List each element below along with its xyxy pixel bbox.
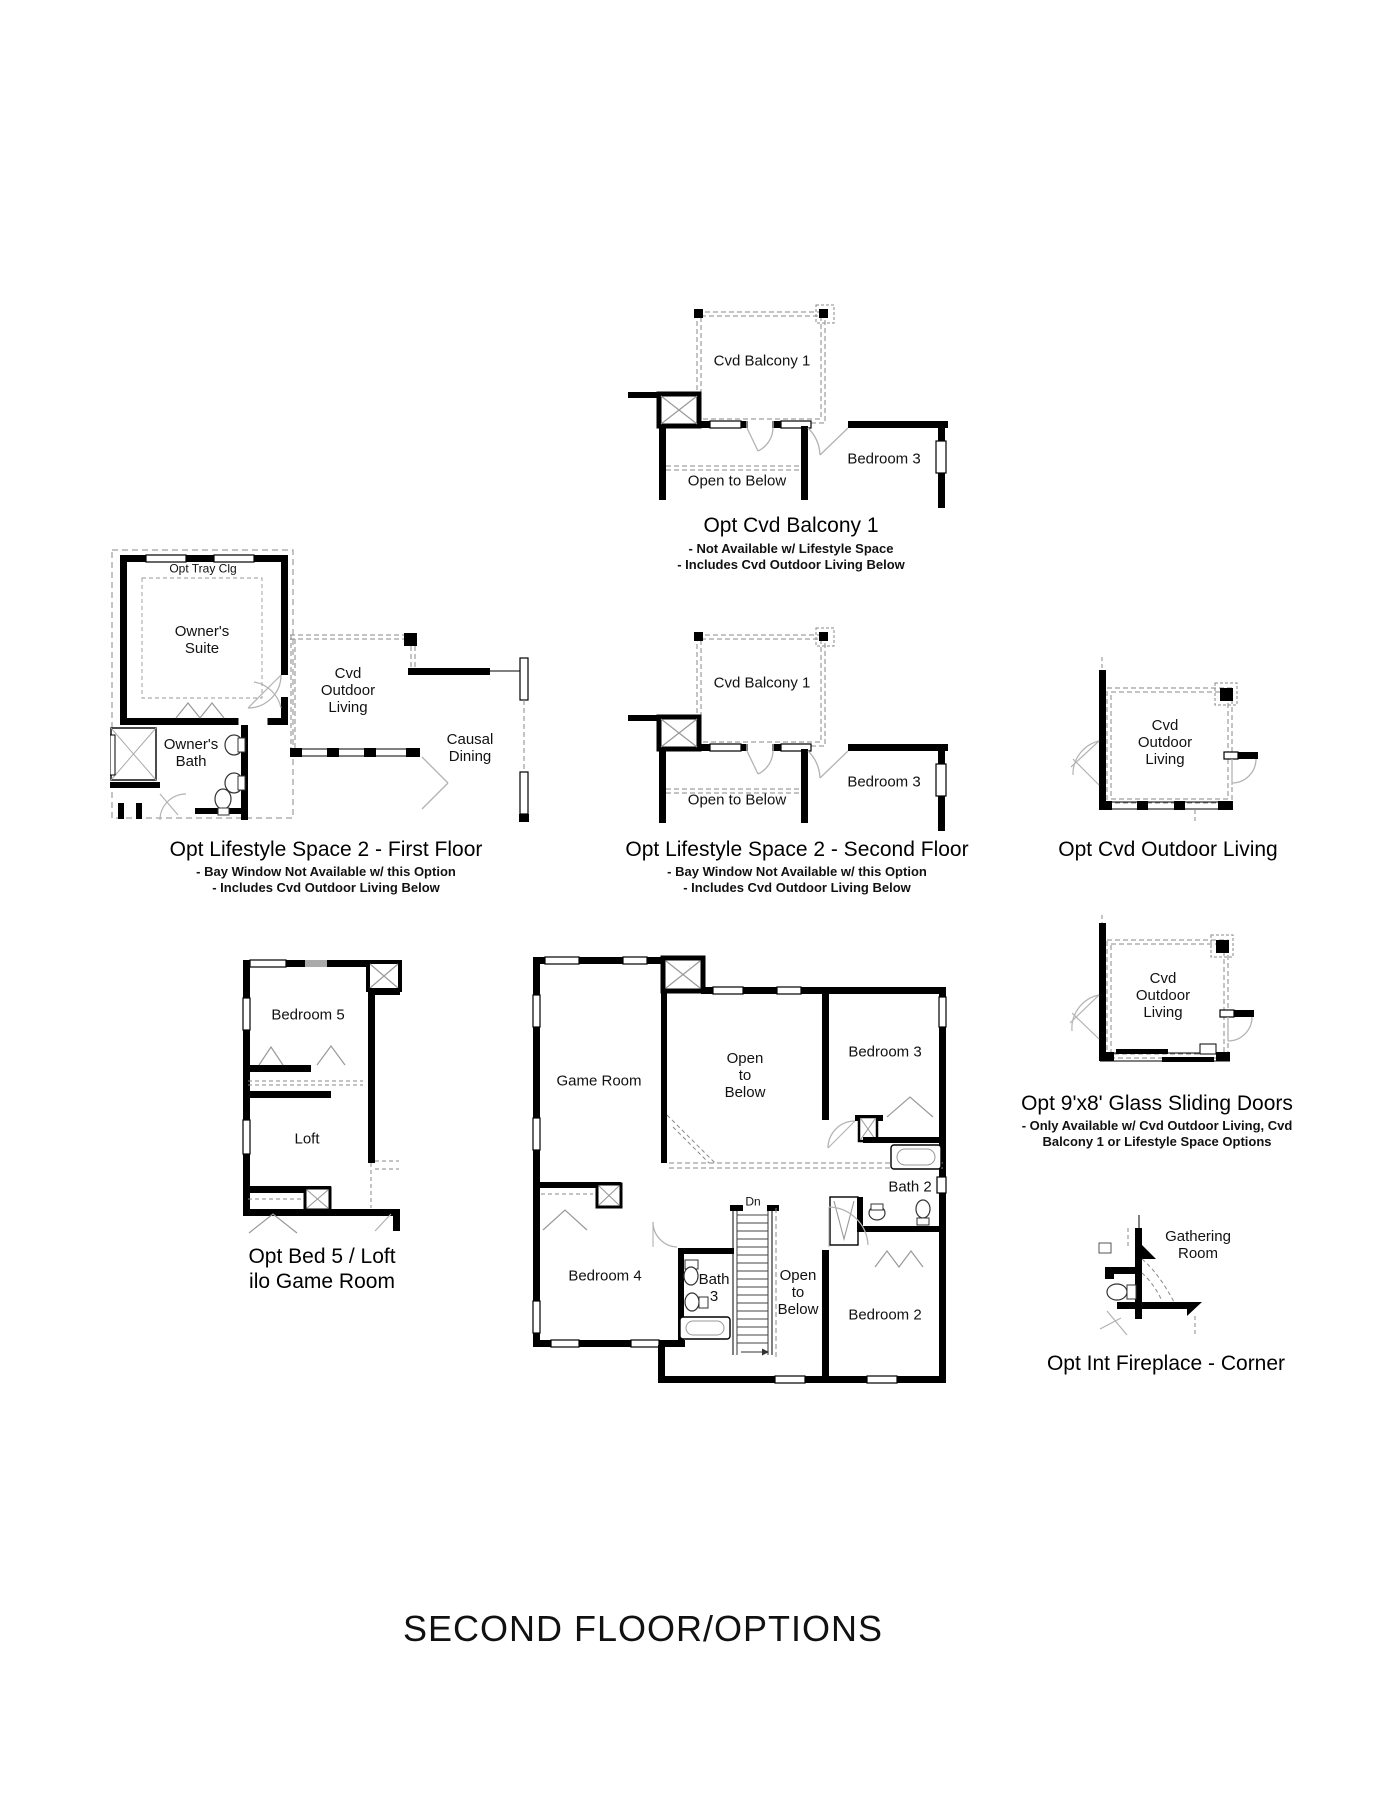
room-label-causal-dining: Causal Dining — [446, 731, 494, 765]
caption-opt-bed5-loft-line2: ilo Game Room — [249, 1270, 395, 1293]
plan-main-second-floor-linework — [532, 955, 947, 1384]
caption-opt-glass-sliding-doors: Opt 9'x8' Glass Sliding Doors — [1021, 1092, 1293, 1115]
plan-opt-cvd-balcony-1 — [620, 295, 960, 525]
page-title: SECOND FLOOR/OPTIONS — [402, 1608, 884, 1649]
plan-main-second-floor — [525, 945, 955, 1390]
stairs-down-label: Dn — [745, 1194, 761, 1209]
caption-opt-int-fireplace: Opt Int Fireplace - Corner — [1046, 1352, 1286, 1375]
room-label-cvd-balcony-1: Cvd Balcony 1 — [713, 352, 811, 370]
room-label-bedroom-2: Bedroom 2 — [848, 1306, 922, 1324]
room-label-open-to-below: Open to Below — [687, 472, 787, 490]
room-label-gathering-room: Gathering Room — [1165, 1228, 1231, 1262]
room-label-cvd-balcony-1: Cvd Balcony 1 — [713, 674, 811, 692]
note-opt-cvd-balcony-1-line1: - Not Available w/ Lifestyle Space — [688, 541, 894, 556]
room-label-bedroom-3: Bedroom 3 — [847, 773, 921, 791]
plan-opt-cvd-outdoor-living — [1055, 655, 1285, 830]
room-label-open-to-below-upper: Open to Below — [724, 1049, 766, 1101]
room-label-cvd-outdoor-living: Cvd Outdoor Living — [1137, 716, 1193, 768]
plan-lifestyle-second-linework — [628, 627, 948, 831]
room-label-cvd-outdoor-living: Cvd Outdoor Living — [1135, 969, 1191, 1021]
plan-bed5-loft-linework — [242, 959, 402, 1234]
room-label-bedroom-3: Bedroom 3 — [848, 1043, 922, 1061]
room-label-open-to-below-lower: Open to Below — [777, 1266, 819, 1318]
caption-opt-cvd-balcony-1: Opt Cvd Balcony 1 — [703, 514, 879, 537]
room-label-cvd-outdoor-living: Cvd Outdoor Living — [320, 664, 376, 716]
room-label-game-room: Game Room — [556, 1072, 642, 1090]
room-label-open-to-below: Open to Below — [687, 791, 787, 809]
room-label-opt-tray-clg: Opt Tray Clg — [169, 561, 237, 576]
room-label-bath-3: Bath 3 — [698, 1271, 730, 1305]
caption-opt-lifestyle-space-2-second: Opt Lifestyle Space 2 - Second Floor — [625, 838, 969, 861]
note-lifestyle-first-line1: - Bay Window Not Available w/ this Optio… — [196, 864, 456, 879]
note-lifestyle-second-line1: - Bay Window Not Available w/ this Optio… — [667, 864, 927, 879]
caption-opt-lifestyle-space-2-first: Opt Lifestyle Space 2 - First Floor — [169, 838, 483, 861]
plan-cvd-outdoor-living-linework — [1070, 657, 1258, 823]
plan-opt-int-fireplace-corner — [1055, 1215, 1275, 1350]
plan-opt-lifestyle-space-2-first-floor — [110, 535, 570, 825]
note-lifestyle-first-line2: - Includes Cvd Outdoor Living Below — [212, 880, 440, 895]
note-lifestyle-second-line2: - Includes Cvd Outdoor Living Below — [683, 880, 911, 895]
caption-opt-cvd-outdoor-living: Opt Cvd Outdoor Living — [1058, 838, 1278, 861]
plan-lifestyle-first-linework — [110, 549, 529, 822]
plan-opt-bed5-loft — [235, 950, 410, 1245]
room-label-loft: Loft — [294, 1130, 320, 1148]
plan-opt-lifestyle-space-2-second-floor — [620, 618, 960, 848]
note-opt-cvd-balcony-1-line2: - Includes Cvd Outdoor Living Below — [677, 557, 905, 572]
note-glass-sliding-doors-line2: Balcony 1 or Lifestyle Space Options — [1042, 1134, 1272, 1149]
room-label-bath-2: Bath 2 — [888, 1178, 932, 1196]
plan-glass-sliding-doors-linework — [1069, 915, 1254, 1062]
plan-opt-cvd-balcony-1-linework — [628, 304, 948, 508]
caption-opt-bed5-loft-line1: Opt Bed 5 / Loft — [248, 1245, 396, 1268]
room-label-bedroom-5: Bedroom 5 — [271, 1006, 345, 1024]
plan-int-fireplace-linework — [1098, 1215, 1202, 1337]
plan-opt-glass-sliding-doors — [1050, 915, 1285, 1080]
room-label-bedroom-3: Bedroom 3 — [847, 450, 921, 468]
note-glass-sliding-doors-line1: - Only Available w/ Cvd Outdoor Living, … — [1021, 1118, 1293, 1133]
room-label-bedroom-4: Bedroom 4 — [568, 1267, 642, 1285]
room-label-owners-suite: Owner's Suite — [174, 623, 230, 657]
room-label-owners-bath: Owner's Bath — [163, 736, 219, 770]
